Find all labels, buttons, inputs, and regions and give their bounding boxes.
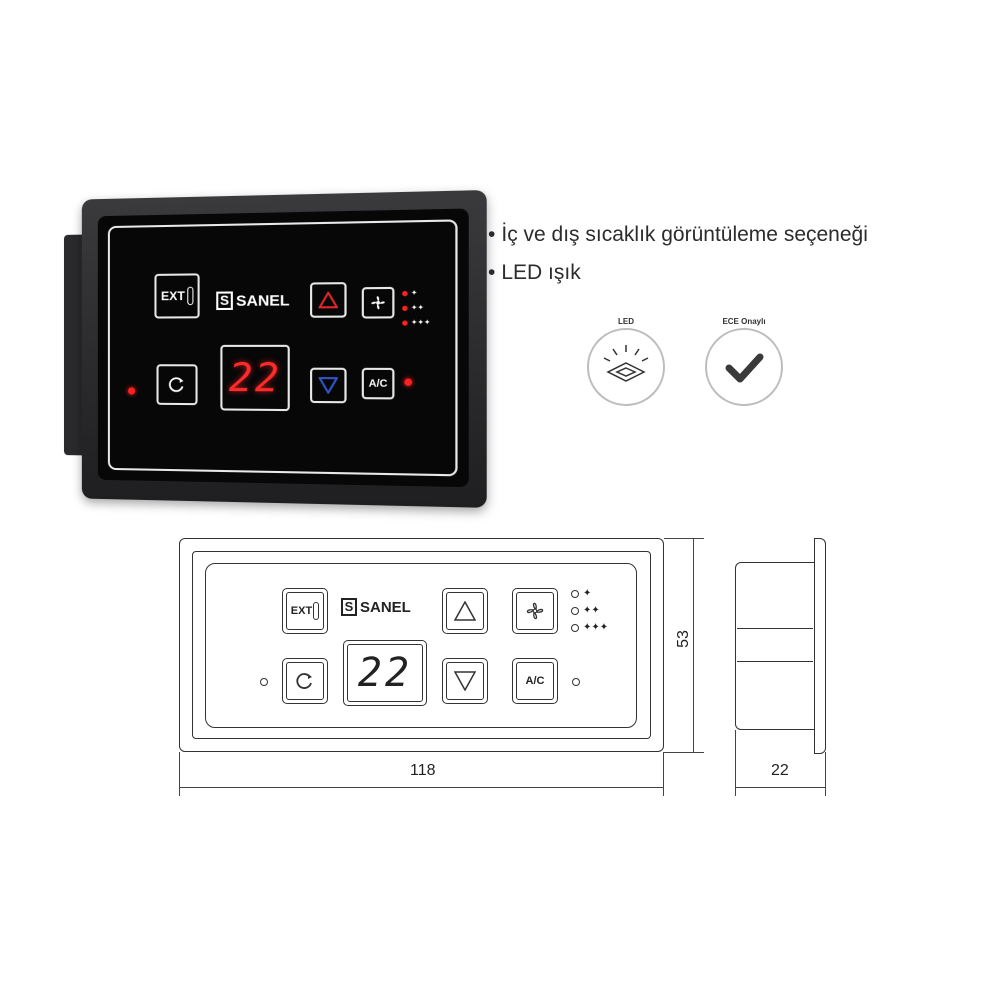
drawing-right-indicator: [572, 678, 580, 686]
drawing-brand-name: SANEL: [360, 598, 411, 616]
triangle-up-icon: [319, 292, 338, 309]
drawing-up-button: [442, 588, 488, 634]
brand-mark-icon: S: [216, 291, 233, 311]
triangle-up-icon: [454, 601, 476, 621]
fan-level-1: ✦: [402, 289, 417, 298]
thermometer-icon: [313, 602, 320, 620]
side-view-body: [735, 562, 815, 730]
drawing-left-indicator: [260, 678, 268, 686]
brand-logo: S SANEL: [216, 291, 290, 311]
drawing-display-value: 22: [347, 644, 423, 702]
width-extension-left: [179, 752, 180, 796]
width-extension-right: [663, 752, 664, 796]
led-chip-icon: [603, 345, 649, 382]
drawing-fan-level-2: ✦✦: [571, 605, 600, 616]
width-dimension-label: 118: [410, 762, 436, 779]
ac-label: A/C: [368, 377, 388, 390]
fan-icon: [371, 296, 385, 310]
height-extension-top: [664, 538, 704, 539]
drawing-fan-level-3: ✦✦✦: [571, 622, 608, 633]
feature-item: İç ve dış sıcaklık görüntüleme seçeneği: [488, 216, 868, 254]
triangle-down-icon: [454, 671, 476, 691]
fan-level-3: ✦✦✦: [402, 318, 430, 327]
side-view-flange: [814, 538, 826, 754]
depth-dimension-line: [735, 787, 826, 788]
brand-name: SANEL: [236, 291, 290, 310]
fan-speed-button[interactable]: [361, 286, 395, 319]
drawing-outer-outline: [179, 538, 664, 752]
ext-temperature-button[interactable]: EXT: [154, 273, 200, 319]
drawing-fan-button: [512, 588, 558, 634]
drawing-panel-outline: [205, 563, 637, 728]
drawing-display: 22: [343, 640, 427, 706]
ac-button[interactable]: A/C: [361, 367, 395, 400]
drawing-ext-label: EXT: [290, 605, 313, 617]
drawing-ext-button: EXT: [282, 588, 328, 634]
brand-mark-icon: S: [341, 598, 357, 616]
temp-up-button[interactable]: [310, 282, 347, 318]
recirculation-icon: [168, 375, 186, 393]
temp-down-button[interactable]: [310, 367, 347, 404]
led-badge-label: LED: [618, 317, 634, 326]
ext-label: EXT: [160, 288, 185, 304]
display-value: 22: [228, 355, 282, 401]
drawing-bezel-outline: [192, 551, 651, 739]
drawing-fan-level-1: ✦: [571, 588, 591, 599]
device-front-panel: EXT S SANEL ✦ ✦✦ ✦✦✦: [97, 208, 469, 488]
depth-extension-right: [825, 752, 826, 796]
height-dimension-label: 53: [674, 630, 692, 648]
recirculation-icon: [296, 673, 312, 689]
drawing-down-button: [442, 658, 488, 704]
height-extension-bottom: [664, 752, 704, 753]
ece-approval-badge: ECE Onaylı: [705, 317, 783, 406]
right-indicator-led: [404, 378, 413, 386]
led-badge: LED: [587, 317, 665, 406]
ece-badge-label: ECE Onaylı: [722, 317, 766, 326]
feature-list: İç ve dış sıcaklık görüntüleme seçeneği …: [488, 216, 868, 292]
side-view-clip: [737, 628, 813, 662]
fan-level-2: ✦✦: [402, 303, 424, 312]
fan-icon: [526, 602, 544, 620]
height-dimension-line: [693, 538, 694, 753]
drawing-brand-logo: S SANEL: [341, 598, 411, 616]
drawing-ac-button: A/C: [512, 658, 558, 704]
triangle-down-icon: [319, 377, 338, 394]
drawing-ac-label: A/C: [525, 675, 545, 687]
recirculation-button[interactable]: [156, 364, 198, 406]
width-dimension-line: [179, 787, 664, 788]
thermometer-icon: [186, 286, 194, 306]
depth-extension-left: [735, 730, 736, 796]
depth-dimension-label: 22: [771, 762, 789, 779]
drawing-recirculation-button: [282, 658, 328, 704]
product-photo: EXT S SANEL ✦ ✦✦ ✦✦✦: [60, 190, 487, 508]
temperature-display: 22: [220, 344, 290, 412]
left-indicator-led: [128, 387, 136, 395]
feature-item: LED ışık: [488, 254, 868, 292]
checkmark-icon: [725, 353, 764, 383]
